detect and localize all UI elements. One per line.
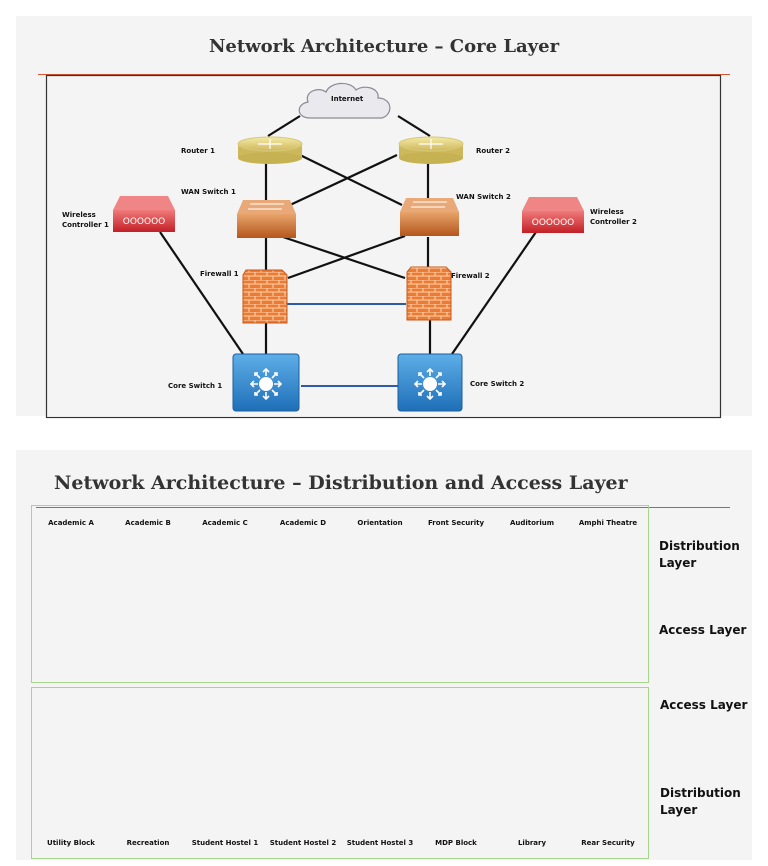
router2-icon [398, 136, 464, 164]
building-label: Student Hostel 2 [269, 839, 337, 847]
wireless-controller2-label: Wireless Controller 2 [590, 208, 637, 226]
firewall1-label: Firewall 1 [200, 270, 239, 278]
distribution-access-title: Network Architecture – Distribution and … [54, 472, 628, 494]
link-internet-router2 [397, 115, 431, 137]
building-label: MDP Block [435, 839, 477, 847]
wireless-controller1-label: Wireless Controller 1 [62, 211, 109, 229]
core-switch1-label: Core Switch 1 [168, 382, 223, 390]
wireless-controller1-icon: OOOOOO [113, 196, 175, 232]
wan-switch2-icon [400, 198, 459, 236]
distribution-title-rule [36, 507, 730, 508]
building-label: Rear Security [581, 839, 635, 847]
link-router1-wan2 [299, 154, 403, 206]
router1-label: Router 1 [181, 147, 216, 155]
firewall2-label: Firewall 2 [451, 272, 490, 280]
svg-text:OOOOOO: OOOOOO [123, 217, 166, 227]
building-label: Utility Block [47, 839, 95, 847]
router2-label: Router 2 [476, 147, 511, 155]
building-label: Academic A [48, 519, 94, 527]
core-diagram-frame [45, 74, 722, 419]
building-label: Academic D [279, 519, 327, 527]
lower-building-group [31, 687, 649, 859]
link-router2-wan1 [289, 154, 398, 206]
core-switch2-icon [397, 353, 463, 412]
building-label: Recreation [126, 839, 170, 847]
upper-building-group [31, 505, 649, 683]
upper-access-layer-label: Access Layer [659, 623, 747, 637]
building-label: Library [517, 839, 547, 847]
distribution-access-panel [16, 450, 752, 860]
firewall2-icon [406, 266, 452, 321]
building-label: Student Hostel 3 [346, 839, 414, 847]
router1-icon [237, 136, 303, 164]
building-label: Amphi Theatre [578, 519, 638, 527]
link-wan2-fw1 [287, 234, 406, 280]
wan-switch1-icon [237, 200, 296, 238]
building-label: Academic B [125, 519, 171, 527]
core-title-rule [38, 74, 730, 75]
lower-distribution-layer-label: Distribution Layer [660, 786, 741, 817]
wireless-controller2-icon: OOOOOO [522, 197, 584, 233]
link-internet-router1 [267, 115, 301, 137]
building-label: Auditorium [509, 519, 555, 527]
building-label: Orientation [357, 519, 403, 527]
wan-switch2-label: WAN Switch 2 [456, 193, 511, 201]
internet-label: Internet [331, 95, 364, 103]
firewall1-icon [242, 269, 288, 324]
upper-distribution-layer-label: Distribution Layer [659, 539, 740, 570]
core-switch1-icon [232, 353, 300, 412]
core-layer-title: Network Architecture – Core Layer [208, 36, 560, 57]
link-wlc1-core1 [159, 231, 244, 355]
svg-text:OOOOOO: OOOOOO [532, 218, 575, 228]
wan-switch1-label: WAN Switch 1 [181, 188, 236, 196]
building-label: Front Security [427, 519, 485, 527]
building-label: Academic C [202, 519, 248, 527]
internet-cloud-icon [298, 82, 391, 119]
core-links [159, 115, 537, 355]
link-wan1-fw2 [279, 234, 406, 280]
link-wlc2-core2 [451, 231, 537, 355]
lower-access-layer-label: Access Layer [660, 698, 748, 712]
core-switch2-label: Core Switch 2 [470, 380, 525, 388]
building-label: Student Hostel 1 [191, 839, 259, 847]
